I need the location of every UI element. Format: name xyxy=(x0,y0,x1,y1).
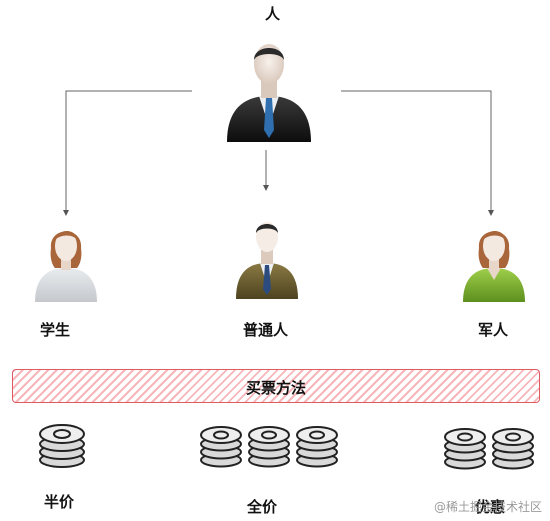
coin-stack-icon xyxy=(200,426,242,468)
price-label-discount: 优惠 xyxy=(475,498,506,516)
child-label-student: 学生 xyxy=(40,321,71,339)
coin-stack-half xyxy=(39,424,85,468)
watermark: @稀土掘金技术社区 xyxy=(433,500,542,514)
man-in-suit-icon xyxy=(236,222,298,299)
arrow-right xyxy=(341,90,494,216)
price-label-full: 全价 xyxy=(247,498,278,516)
coin-stack-icon xyxy=(492,428,534,470)
price-label-half: 半价 xyxy=(44,493,75,511)
coin-stack-icon xyxy=(296,426,338,468)
coin-stack-icon xyxy=(248,426,290,468)
coin-stack-icon xyxy=(39,424,85,468)
female-soldier-icon xyxy=(463,231,525,302)
child-label-ordinary: 普通人 xyxy=(243,321,289,339)
female-student-icon xyxy=(35,231,97,302)
child-label-soldier: 军人 xyxy=(478,321,509,339)
root-label: 人 xyxy=(265,5,281,23)
arrow-left xyxy=(63,90,192,216)
coin-stack-full xyxy=(200,426,338,468)
ticket-method-band: 买票方法 xyxy=(12,369,540,403)
coin-stack-discount xyxy=(444,428,534,470)
coin-stack-icon xyxy=(444,428,486,470)
businessman-icon xyxy=(227,44,311,142)
ticket-method-label: 买票方法 xyxy=(245,379,306,397)
